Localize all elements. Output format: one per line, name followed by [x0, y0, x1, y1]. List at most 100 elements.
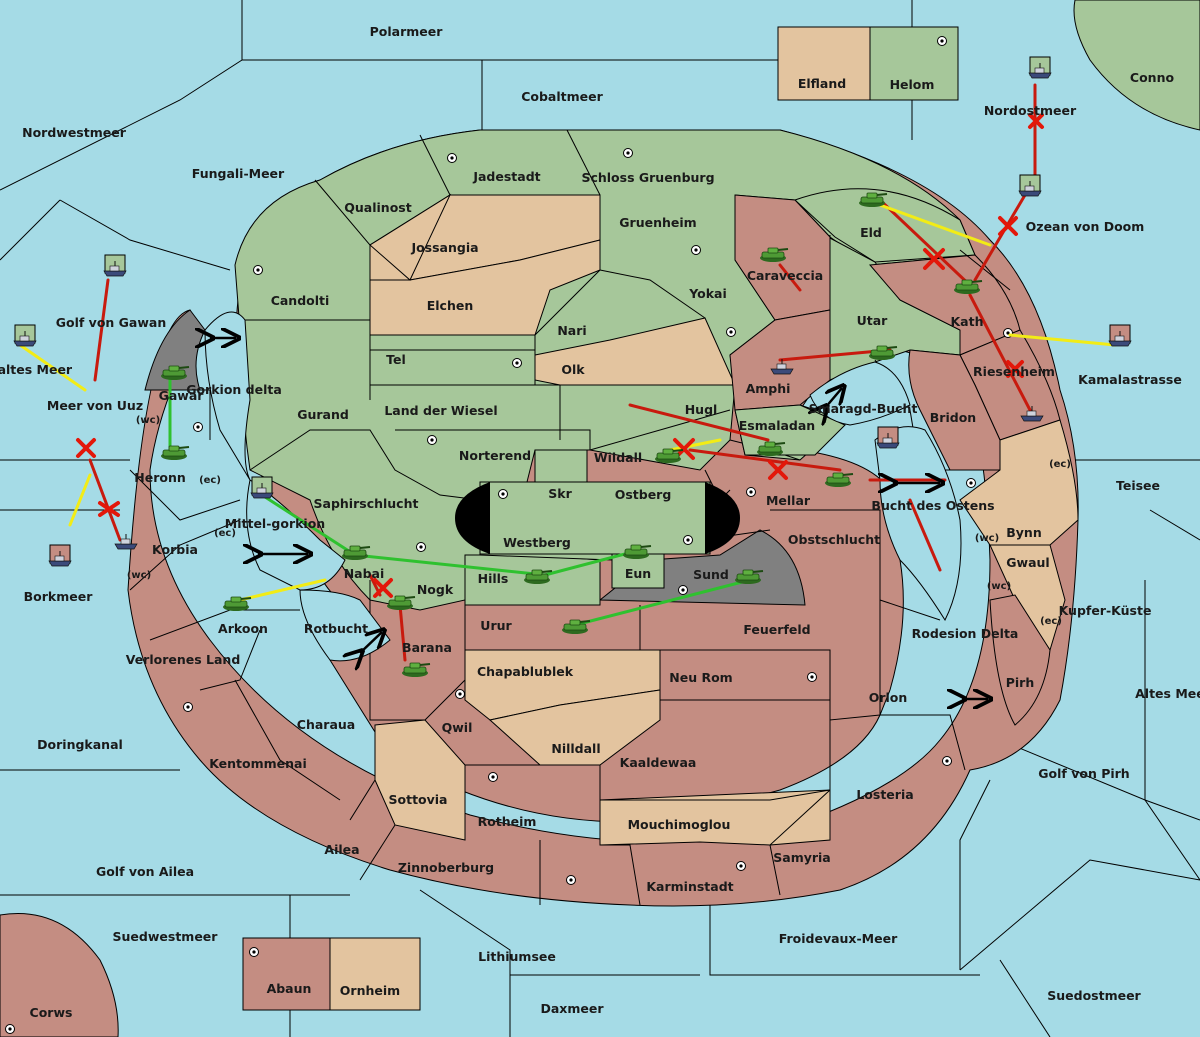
svg-text:Obstschlucht: Obstschlucht	[788, 532, 880, 547]
svg-text:Sund: Sund	[693, 567, 729, 582]
svg-text:Utar: Utar	[857, 313, 889, 328]
svg-text:Kentommenai: Kentommenai	[209, 756, 307, 771]
svg-text:Mellar: Mellar	[766, 493, 811, 508]
svg-text:Gawar: Gawar	[159, 388, 205, 403]
svg-text:Sottovia: Sottovia	[389, 792, 448, 807]
svg-text:(wc): (wc)	[975, 533, 999, 544]
svg-text:Urur: Urur	[480, 618, 512, 633]
svg-text:Schloss Gruenburg: Schloss Gruenburg	[581, 170, 714, 185]
svg-text:Golf von Ailea: Golf von Ailea	[96, 864, 194, 879]
svg-text:Caraveccia: Caraveccia	[747, 268, 823, 283]
svg-text:Golf von Gawan: Golf von Gawan	[56, 315, 167, 330]
svg-text:Nogk: Nogk	[417, 582, 454, 597]
svg-text:Bridon: Bridon	[930, 410, 976, 425]
svg-text:Smaragd-Bucht: Smaragd-Bucht	[809, 401, 918, 416]
svg-text:Neu Rom: Neu Rom	[669, 670, 732, 685]
svg-text:Suedwestmeer: Suedwestmeer	[113, 929, 219, 944]
svg-text:Eun: Eun	[625, 566, 651, 581]
center-capsule	[455, 481, 740, 555]
svg-text:Eld: Eld	[860, 225, 882, 240]
sea-gorkion-delta[interactable]	[204, 311, 251, 481]
svg-text:Ornheim: Ornheim	[340, 983, 400, 998]
svg-text:Conno: Conno	[1130, 70, 1175, 85]
svg-text:Pirh: Pirh	[1006, 675, 1035, 690]
svg-text:Hills: Hills	[478, 571, 509, 586]
svg-text:Mouchimoglou: Mouchimoglou	[628, 817, 731, 832]
convoy-arrows	[210, 338, 988, 699]
svg-text:Nordostmeer: Nordostmeer	[984, 103, 1077, 118]
svg-text:Wildall: Wildall	[594, 450, 642, 465]
svg-text:Heronn: Heronn	[134, 470, 186, 485]
svg-text:Jossangia: Jossangia	[410, 240, 478, 255]
move-orders	[18, 83, 1117, 662]
svg-text:Candolti: Candolti	[271, 293, 330, 308]
svg-text:Nilldall: Nilldall	[551, 741, 600, 756]
svg-text:Fungali-Meer: Fungali-Meer	[192, 166, 285, 181]
svg-text:Elchen: Elchen	[427, 298, 474, 313]
svg-text:Polarmeer: Polarmeer	[370, 24, 444, 39]
svg-text:Corws: Corws	[30, 1005, 73, 1020]
svg-text:Olk: Olk	[561, 362, 585, 377]
svg-text:Borkmeer: Borkmeer	[24, 589, 94, 604]
svg-text:Esmaladan: Esmaladan	[739, 418, 815, 433]
svg-text:Teisee: Teisee	[1116, 478, 1160, 493]
svg-text:Feuerfeld: Feuerfeld	[743, 622, 810, 637]
svg-text:Nari: Nari	[557, 323, 586, 338]
svg-text:Verlorenes Land: Verlorenes Land	[126, 652, 241, 667]
svg-text:Helom: Helom	[890, 77, 935, 92]
svg-text:Ozean von Doom: Ozean von Doom	[1026, 219, 1145, 234]
svg-text:Gwaul: Gwaul	[1006, 555, 1049, 570]
svg-text:Yokai: Yokai	[688, 286, 727, 301]
svg-text:Nordwestmeer: Nordwestmeer	[22, 125, 127, 140]
territory-gwaul[interactable]	[989, 544, 1066, 652]
svg-text:Tel: Tel	[386, 352, 406, 367]
territory-jossangia-upper	[369, 193, 452, 281]
svg-text:Zinnoberburg: Zinnoberburg	[398, 860, 494, 875]
svg-text:Riesenheim: Riesenheim	[973, 364, 1055, 379]
svg-text:Mittel-gorkion: Mittel-gorkion	[225, 516, 325, 531]
dislodged-markers	[76, 113, 1044, 598]
svg-text:Ostberg: Ostberg	[615, 487, 672, 502]
svg-text:Jadestadt: Jadestadt	[472, 169, 540, 184]
svg-text:Gorkion delta: Gorkion delta	[186, 382, 282, 397]
svg-text:Skr: Skr	[548, 486, 572, 501]
svg-text:(wc): (wc)	[136, 415, 160, 426]
svg-text:Orlon: Orlon	[869, 690, 908, 705]
svg-text:Gruenheim: Gruenheim	[619, 215, 696, 230]
svg-text:Westberg: Westberg	[503, 535, 571, 550]
svg-text:Rotheim: Rotheim	[478, 814, 537, 829]
svg-text:Bucht des Ostens: Bucht des Ostens	[871, 498, 994, 513]
svg-text:Altes Meer: Altes Meer	[1135, 686, 1200, 701]
svg-text:Samyria: Samyria	[773, 850, 831, 865]
territory-bridon[interactable]	[908, 349, 1001, 471]
svg-text:Norterend: Norterend	[459, 448, 531, 463]
svg-text:Qwil: Qwil	[442, 720, 473, 735]
svg-text:Amphi: Amphi	[746, 381, 791, 396]
svg-text:Kupfer-Küste: Kupfer-Küste	[1059, 603, 1152, 618]
svg-text:Kath: Kath	[951, 314, 984, 329]
territory-ornheim[interactable]	[329, 937, 421, 1011]
svg-text:Kaltes Meer: Kaltes Meer	[0, 362, 73, 377]
svg-text:Cobaltmeer: Cobaltmeer	[521, 89, 603, 104]
territory-kath[interactable]	[868, 254, 1021, 356]
svg-text:(ec): (ec)	[199, 475, 221, 486]
svg-text:(wc): (wc)	[127, 570, 151, 581]
svg-text:Kamalastrasse: Kamalastrasse	[1078, 372, 1182, 387]
territory-elfland[interactable]	[777, 26, 871, 101]
territory-gawar[interactable]	[144, 309, 206, 391]
svg-text:Losteria: Losteria	[856, 787, 913, 802]
territory-corws[interactable]	[0, 912, 119, 1037]
territory-pirh[interactable]	[989, 594, 1051, 726]
territory-borders	[129, 129, 1011, 906]
svg-text:(ec): (ec)	[1040, 616, 1062, 627]
territory-conno[interactable]	[1073, 0, 1200, 131]
svg-text:Doringkanal: Doringkanal	[37, 737, 123, 752]
svg-text:Karminstadt: Karminstadt	[646, 879, 733, 894]
svg-text:Golf von Pirh: Golf von Pirh	[1038, 766, 1129, 781]
svg-text:Daxmeer: Daxmeer	[540, 1001, 604, 1016]
svg-text:(ec): (ec)	[214, 528, 236, 539]
svg-text:Rodesion Delta: Rodesion Delta	[912, 626, 1019, 641]
svg-text:Charaua: Charaua	[297, 717, 355, 732]
